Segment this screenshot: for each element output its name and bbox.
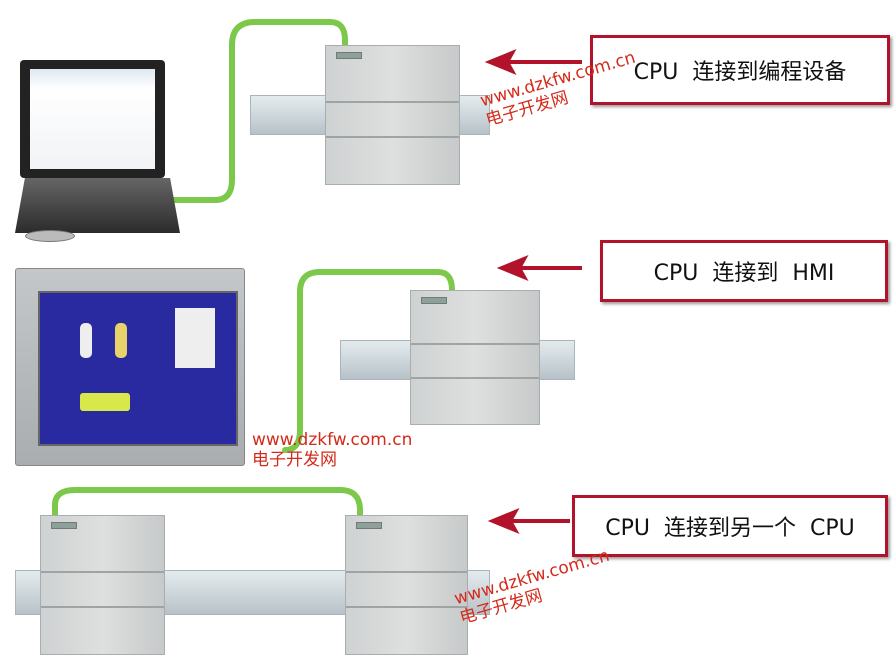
laptop-screen [20,60,165,178]
cpu-module-3b [345,515,468,655]
cable-hmi-cpu [282,269,455,453]
hmi-screen [38,291,238,446]
laptop [15,60,185,245]
label-row2: CPU 连接到 HMI [600,240,888,302]
cable-laptop-cpu [167,19,348,203]
laptop-keyboard [15,178,180,233]
cpu-module-3a [40,515,165,655]
label-row1: CPU 连接到编程设备 [590,35,890,105]
cable-cpu-cpu [52,487,363,521]
label-row3: CPU 连接到另一个 CPU [572,495,888,557]
disc [25,230,75,242]
hmi-panel [15,268,245,466]
cpu-module-1 [325,45,460,185]
cpu-module-2 [410,290,540,425]
